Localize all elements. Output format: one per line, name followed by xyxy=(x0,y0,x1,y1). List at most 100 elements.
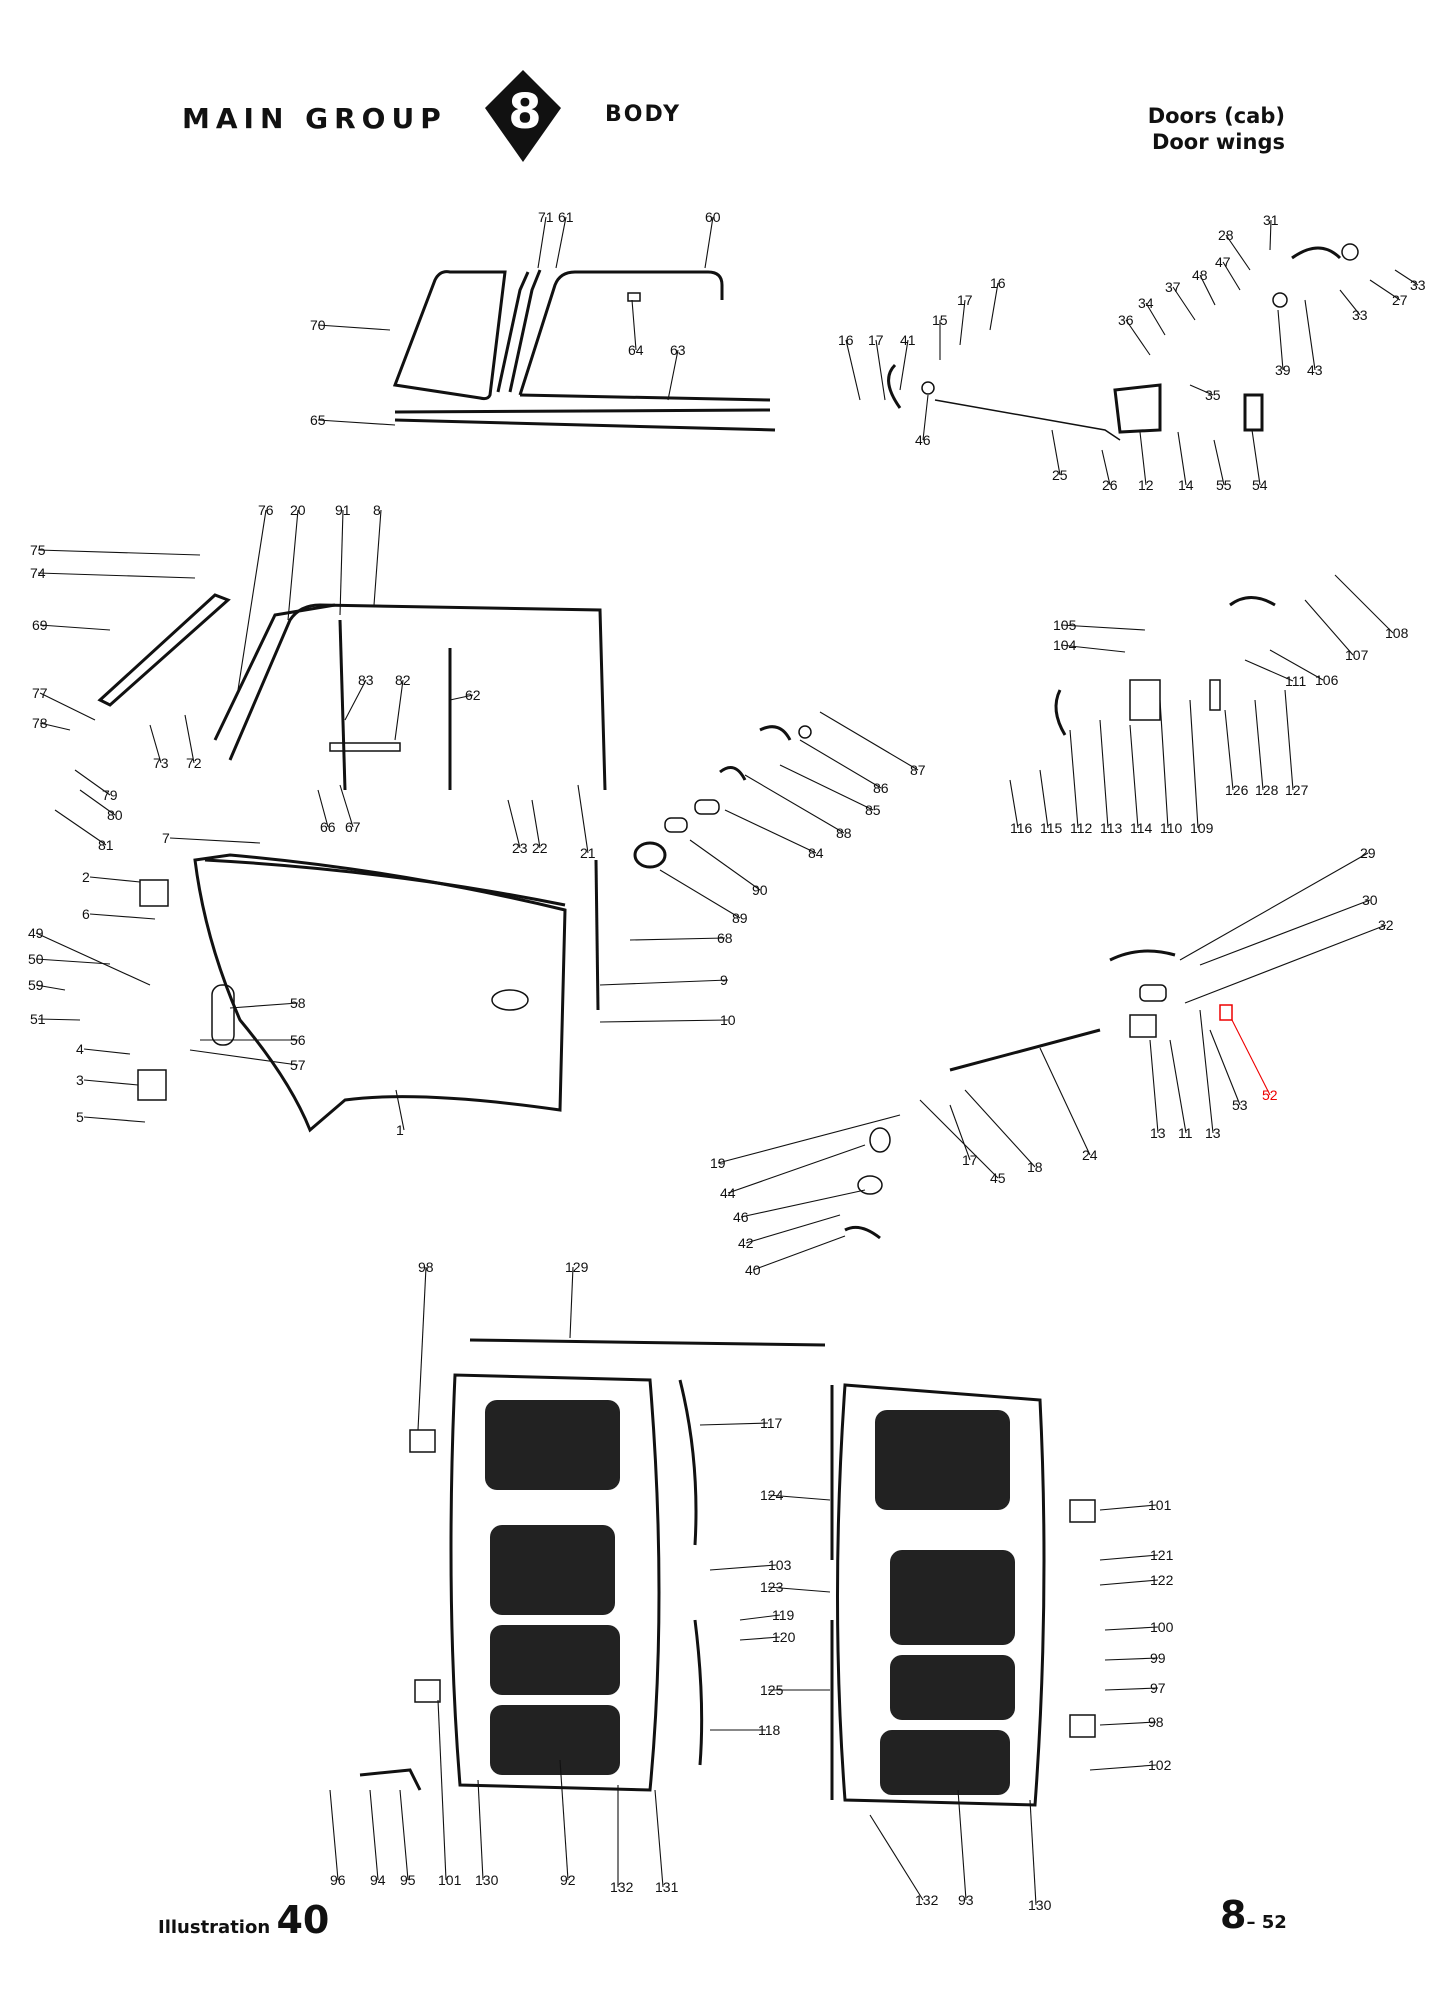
part-86 xyxy=(798,725,812,739)
handle-29 xyxy=(1109,949,1176,962)
subtitle-door-wings: Door wings xyxy=(1151,130,1285,154)
callout-23: 23 xyxy=(512,840,528,856)
leader-line-46 xyxy=(922,394,929,441)
leader-line-58 xyxy=(229,1002,299,1009)
leader-line-1 xyxy=(395,1089,405,1131)
callout-69: 69 xyxy=(32,617,48,633)
callout-98: 98 xyxy=(1148,1714,1164,1730)
strip-129 xyxy=(469,1338,826,1347)
leader-line-121 xyxy=(1099,1554,1159,1561)
callout-40: 40 xyxy=(745,1262,761,1278)
rosette-46 xyxy=(921,381,935,395)
leader-line-49 xyxy=(35,932,151,986)
callout-36: 36 xyxy=(1118,312,1134,328)
callout-97: 97 xyxy=(1150,1680,1166,1696)
callout-79: 79 xyxy=(102,787,118,803)
group-badge xyxy=(485,70,561,162)
badge-shape xyxy=(485,70,561,162)
callout-66: 66 xyxy=(320,819,336,835)
callout-103: 103 xyxy=(768,1557,792,1573)
callout-119: 119 xyxy=(772,1607,795,1623)
callout-106: 106 xyxy=(1315,672,1339,688)
callout-53: 53 xyxy=(1232,1097,1248,1113)
callout-89: 89 xyxy=(732,910,748,926)
callout-105: 105 xyxy=(1053,617,1077,633)
leader-line-69 xyxy=(39,624,111,631)
bracket-94 xyxy=(359,1768,422,1791)
panel-left-3 xyxy=(490,1705,620,1775)
callout-45: 45 xyxy=(990,1170,1006,1186)
leader-line-17 xyxy=(959,299,966,346)
part-84 xyxy=(694,799,720,815)
callout-33: 33 xyxy=(1410,277,1426,293)
group-number: 8 xyxy=(508,84,542,140)
clip-64 xyxy=(627,292,641,302)
leader-line-33 xyxy=(1339,289,1361,316)
seal-9 xyxy=(594,859,600,1011)
leader-line-132 xyxy=(869,1814,924,1901)
leader-line-98 xyxy=(1099,1721,1157,1726)
hinge-98b xyxy=(1069,1714,1096,1738)
callout-25: 25 xyxy=(1052,467,1068,483)
leader-line-22 xyxy=(531,799,541,849)
callout-112: 112 xyxy=(1070,820,1093,836)
callout-24: 24 xyxy=(1082,1147,1098,1163)
part-90 xyxy=(664,817,688,833)
lock-12 xyxy=(1113,383,1162,434)
callout-44: 44 xyxy=(720,1185,736,1201)
callout-7: 7 xyxy=(162,830,170,846)
page-sub: – 52 xyxy=(1246,1912,1287,1933)
callout-109: 109 xyxy=(1190,820,1214,836)
callout-35: 35 xyxy=(1205,387,1221,403)
leader-line-82 xyxy=(394,679,404,741)
leader-line-12 xyxy=(1139,431,1147,486)
lever-112 xyxy=(1054,689,1067,736)
leader-line-41 xyxy=(899,339,909,391)
callout-27: 27 xyxy=(1392,292,1408,308)
leader-line-3 xyxy=(83,1079,139,1086)
leader-line-127 xyxy=(1284,689,1294,791)
leader-line-98 xyxy=(417,1266,427,1431)
callout-82: 82 xyxy=(395,672,411,688)
leader-line-83 xyxy=(344,679,367,721)
hinge-98 xyxy=(409,1429,436,1453)
callout-74: 74 xyxy=(30,565,46,581)
callout-129: 129 xyxy=(565,1259,589,1275)
callout-56: 56 xyxy=(290,1032,306,1048)
striker-54 xyxy=(1243,393,1264,432)
leader-line-39 xyxy=(1277,309,1284,371)
leader-line-101 xyxy=(1099,1504,1157,1511)
window-frame-group xyxy=(392,269,776,432)
leader-line-103 xyxy=(709,1564,777,1571)
leader-line-43 xyxy=(1304,299,1316,371)
callout-8: 8 xyxy=(373,502,381,518)
leader-line-14 xyxy=(1177,431,1187,486)
leader-line-96 xyxy=(329,1789,339,1881)
rod-24 xyxy=(949,1028,1101,1072)
callout-75: 75 xyxy=(30,542,46,558)
door-wings-group xyxy=(359,1338,1096,1807)
callout-43: 43 xyxy=(1307,362,1323,378)
callout-61: 61 xyxy=(558,209,574,225)
callout-86: 86 xyxy=(873,780,889,796)
leader-line-129 xyxy=(569,1266,574,1339)
illustration-caption: Illustration 40 xyxy=(158,1898,329,1942)
washer-39 xyxy=(1272,292,1288,308)
callout-87: 87 xyxy=(910,762,926,778)
leader-line-74 xyxy=(37,572,196,579)
leader-line-114 xyxy=(1129,724,1139,829)
division-bar-71 xyxy=(496,271,530,393)
leader-line-107 xyxy=(1304,599,1354,656)
callout-126: 126 xyxy=(1225,782,1249,798)
vent-glass-69 xyxy=(97,593,231,707)
lock-11 xyxy=(1129,1014,1157,1038)
leader-line-73 xyxy=(149,724,162,764)
leader-line-4 xyxy=(83,1048,131,1055)
callout-131: 131 xyxy=(655,1879,679,1895)
leader-line-55 xyxy=(1213,439,1225,486)
leader-line-111 xyxy=(1244,659,1294,682)
illustration-label: Illustration xyxy=(158,1917,271,1938)
leader-line-102 xyxy=(1089,1764,1157,1771)
window-left-top xyxy=(485,1400,620,1490)
